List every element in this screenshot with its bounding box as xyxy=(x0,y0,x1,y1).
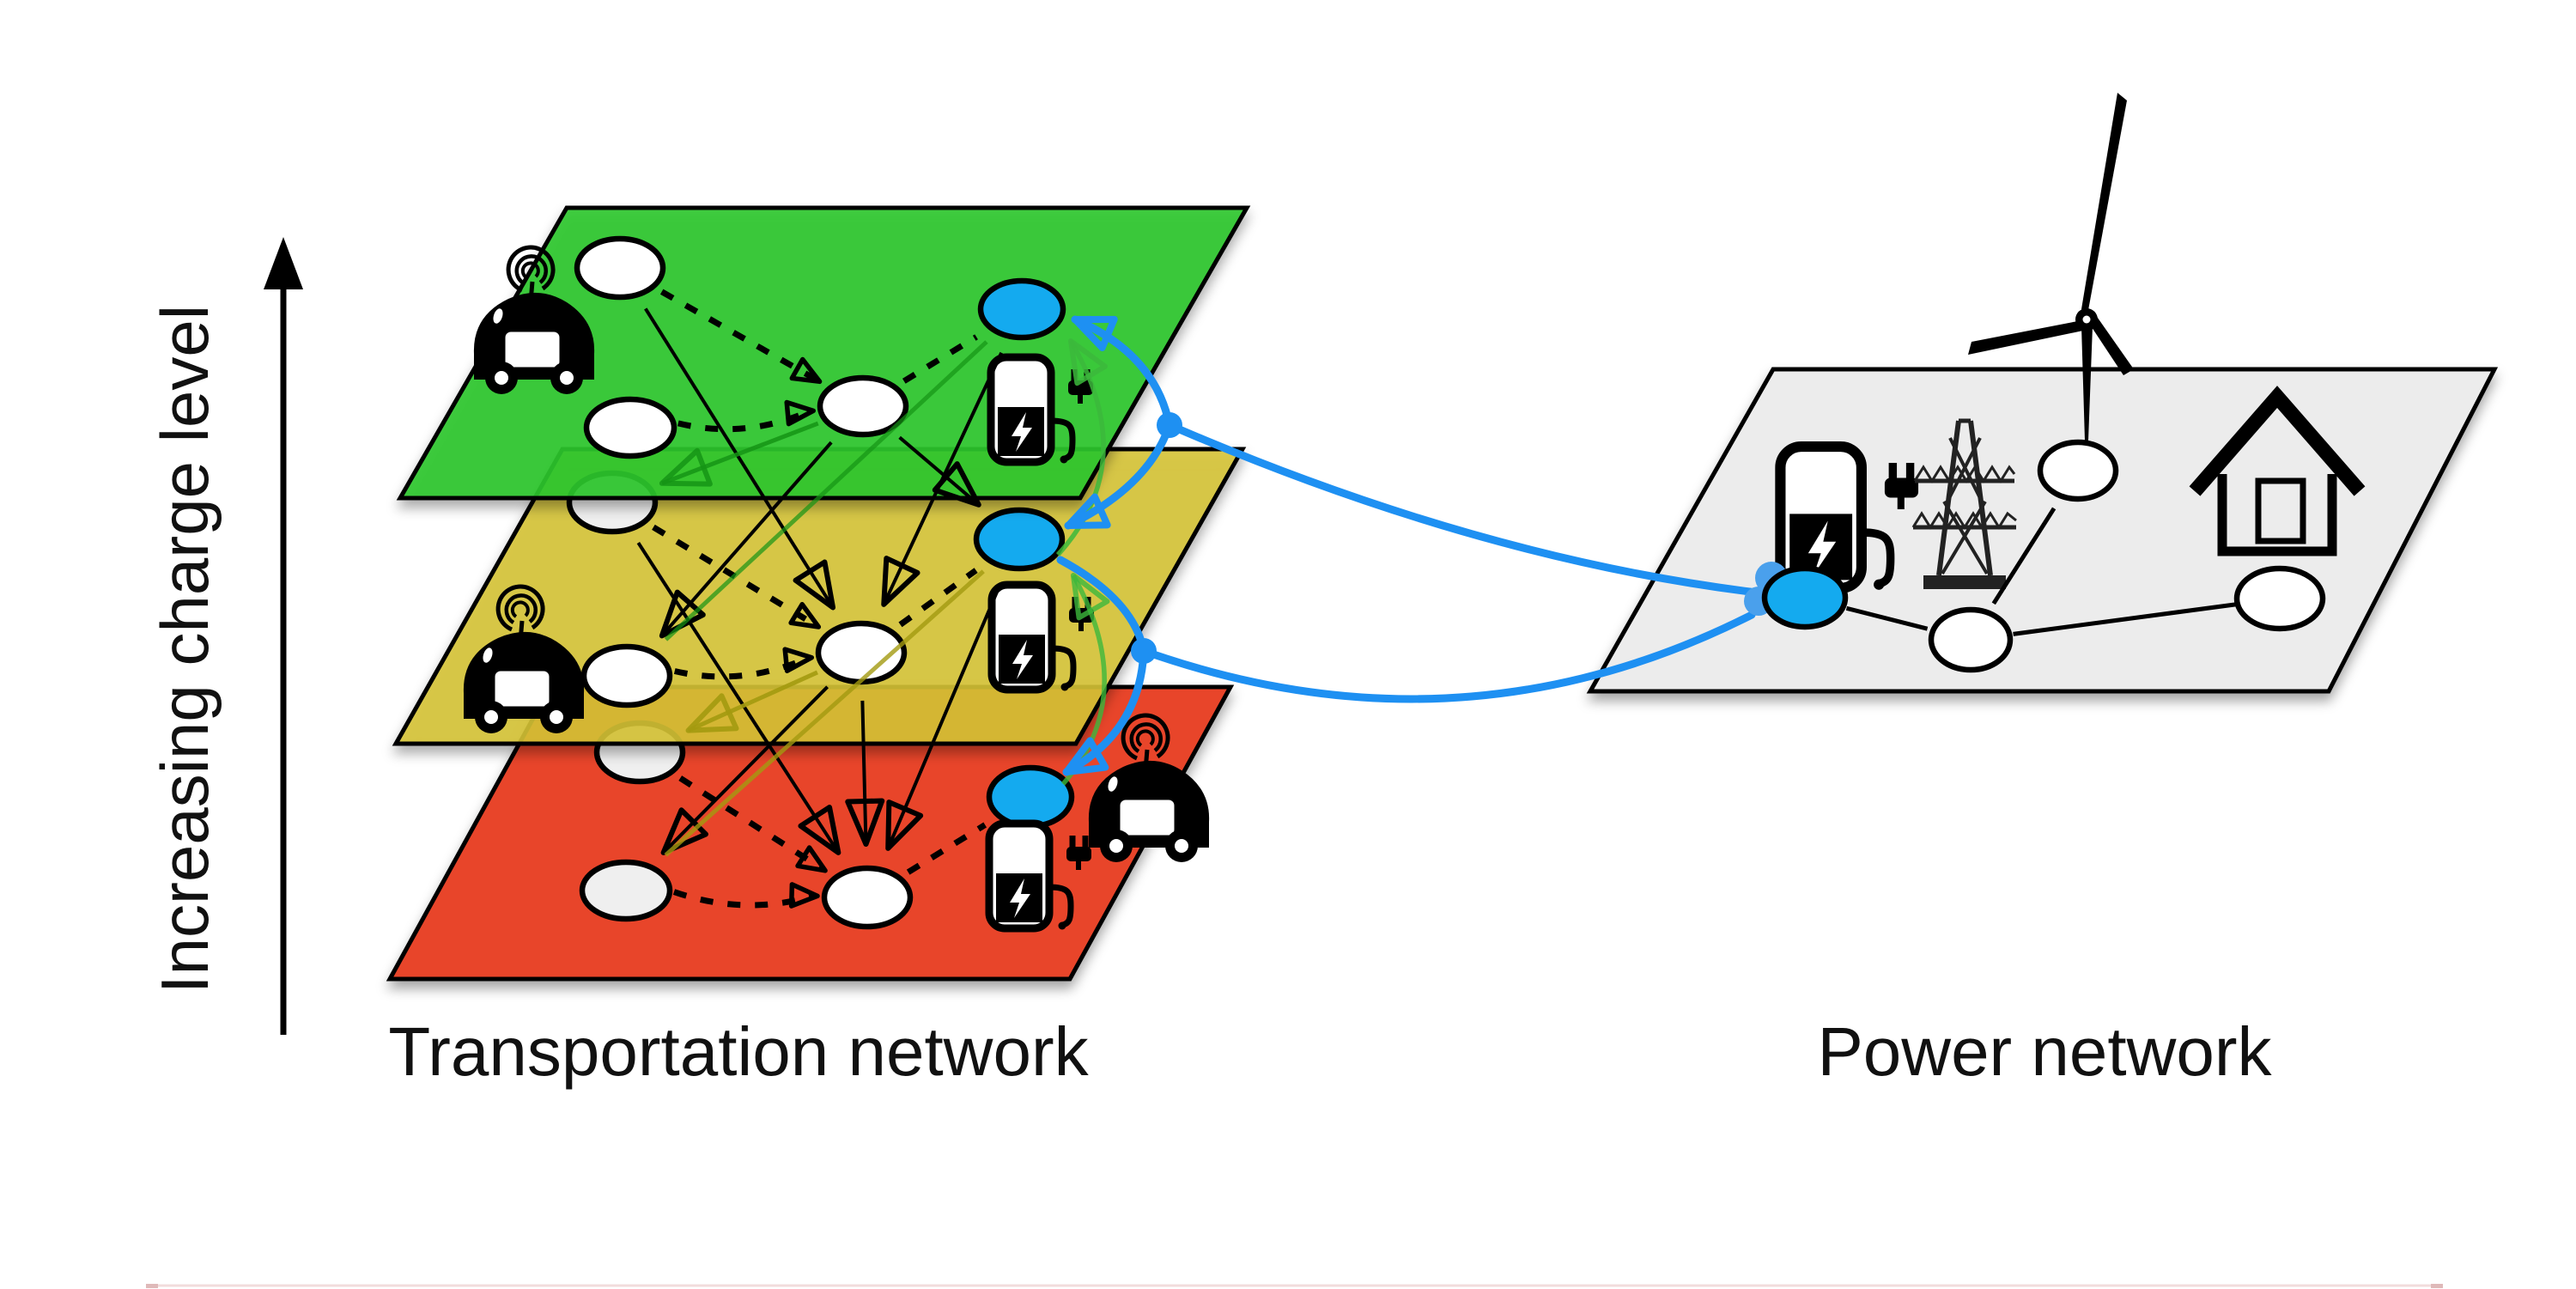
bottom-line-tick-right xyxy=(2431,1284,2443,1288)
node-gA xyxy=(574,235,666,301)
node-rB-blue xyxy=(986,764,1075,830)
arrowhead-yB xyxy=(932,461,981,508)
arrowhead xyxy=(788,882,820,909)
node-rC xyxy=(821,865,914,930)
dotted-edge-gA-gC xyxy=(659,289,818,383)
coupling-curve-wp1-gB xyxy=(1071,315,1174,429)
coupling-links xyxy=(1056,315,1849,776)
edge-yC-rA xyxy=(687,670,818,733)
charge-axis xyxy=(264,237,303,1035)
arrowhead-yC xyxy=(793,559,836,611)
arrowhead-rA xyxy=(685,693,739,733)
arrowhead xyxy=(784,399,816,427)
edge-gB-yD xyxy=(664,340,988,641)
edge-gC-yA xyxy=(660,421,819,486)
arrowhead xyxy=(788,601,822,629)
arrowhead-yA xyxy=(659,447,713,487)
edge-gA-yC xyxy=(644,307,835,609)
arrowhead-gB xyxy=(1068,338,1108,386)
arrowhead-rC xyxy=(845,798,885,848)
node-P-blue xyxy=(1761,565,1849,630)
arrowhead-yB xyxy=(1071,573,1110,621)
node-N1 xyxy=(2037,439,2119,502)
arrowhead-rC xyxy=(798,805,841,855)
edge-yB-rD xyxy=(664,569,985,857)
arrowhead-rD xyxy=(660,807,708,855)
node-gC xyxy=(817,374,909,438)
coupling-arrowhead xyxy=(1072,315,1118,351)
coupling-curve-wp1-yB xyxy=(1064,421,1174,530)
edge-yB-rC xyxy=(886,582,1002,849)
axis-label: Increasing charge level xyxy=(147,305,222,994)
inter-layer-edges xyxy=(636,307,1004,857)
node-gD xyxy=(583,396,677,459)
coupling-curve-wp1-P xyxy=(1165,421,1761,597)
node-N2 xyxy=(1928,606,2014,673)
node-rD xyxy=(579,859,673,922)
power-edge-P-N2 xyxy=(1845,605,1929,631)
node-N3 xyxy=(2233,565,2326,632)
bottom-line-tick-left xyxy=(146,1284,158,1288)
edge-yA-rC xyxy=(636,541,841,854)
edge-yC-rC xyxy=(860,700,868,845)
coupling-curve-wp2-rB xyxy=(1062,647,1148,776)
coupling-waypoint-dot xyxy=(1157,412,1182,438)
power-edge-N2-N1 xyxy=(1991,507,2057,605)
power-edge-N2-N3 xyxy=(2013,602,2236,636)
layer-green xyxy=(396,205,1251,501)
edge-gC-yB xyxy=(898,435,981,507)
transport-label: Transportation network xyxy=(388,1013,1089,1090)
edge-yC-rD xyxy=(662,685,829,854)
dotted-edge-gD-gC xyxy=(677,408,811,433)
coupling-waypoint-dot xyxy=(1131,638,1157,664)
coupling-curve-wp2-P xyxy=(1139,611,1756,703)
arrowhead xyxy=(782,647,815,673)
coupling-arrowhead xyxy=(1063,737,1109,775)
bottom-edge-line xyxy=(146,1284,2443,1288)
node-gB-blue xyxy=(977,277,1066,341)
arrowhead xyxy=(789,356,823,385)
power-plate-group xyxy=(1586,93,2499,694)
node-yD xyxy=(580,643,673,708)
dotted-edge-rA-rC xyxy=(678,775,824,872)
arrowhead-yC xyxy=(881,556,920,607)
arrowhead xyxy=(795,845,828,873)
coupling-arrowhead xyxy=(1065,493,1111,529)
node-yB-blue xyxy=(973,507,1066,572)
power-label: Power network xyxy=(1817,1013,2272,1090)
axis-arrowhead xyxy=(264,237,303,289)
arrowhead-rC xyxy=(885,800,924,851)
dotted-edge-yD-yC xyxy=(673,654,810,680)
charge-up-curve-yB-gB xyxy=(1055,339,1106,556)
